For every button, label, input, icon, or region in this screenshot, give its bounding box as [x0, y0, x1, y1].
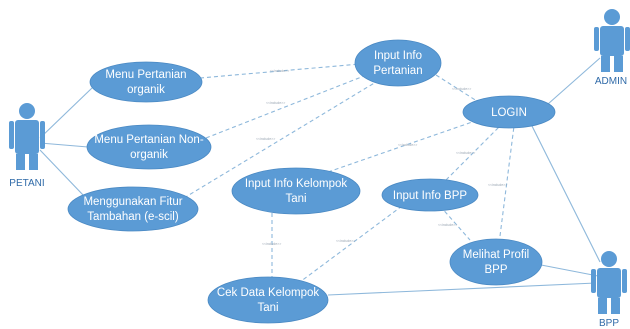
actor-label: ADMIN	[595, 76, 627, 87]
associations	[39, 57, 601, 296]
use-case-label-line2: Tani	[257, 302, 278, 314]
actor-bpp[interactable]: BPP	[591, 251, 627, 329]
use-case-label-line2: Tani	[285, 193, 306, 205]
include-label: <<include>>	[438, 223, 457, 227]
use-case-input-info-kelompok-tani[interactable]: Input Info Kelompok Tani	[231, 167, 361, 215]
use-case-label-line1: Cek Data Kelompok	[217, 287, 320, 299]
include-label: <<include>>	[256, 137, 275, 141]
use-case-label-line1: Menggunakan Fitur	[83, 196, 182, 208]
actor-figure-icon	[594, 9, 630, 72]
include-label: <<include>>	[452, 87, 471, 91]
use-case-login[interactable]: LOGIN	[462, 95, 556, 129]
rel-melihat-profil-login	[499, 125, 515, 237]
use-case-label-line1: Input Info	[374, 50, 422, 62]
include-label: <<include>>	[456, 151, 475, 155]
include-label: <<include>>	[266, 101, 285, 105]
assoc-petani-menu-organik	[39, 87, 93, 139]
use-case-cek-data-kelompok-tani[interactable]: Cek Data Kelompok Tani	[207, 276, 329, 324]
use-case-label-line2: Pertanian	[373, 65, 422, 77]
use-case-label-line1: Melihat Profil	[463, 249, 529, 261]
rel-input-bpp-login	[445, 125, 501, 181]
rel-input-bpp-cek-data	[299, 205, 403, 283]
use-case-melihat-profil-bpp[interactable]: Melihat Profil BPP	[449, 238, 543, 286]
use-case-menu-pertanian-organik[interactable]: Menu Pertanian organik	[89, 61, 203, 103]
assoc-admin-login	[547, 57, 601, 105]
rel-fitur-tambahan-input-info	[183, 81, 377, 199]
assoc-cek-data-bpp	[327, 282, 597, 296]
use-case-label-line2: Tambahan (e-scil)	[87, 211, 179, 223]
use-case-label-line1: LOGIN	[491, 107, 527, 119]
use-case-label-line2: organik	[130, 149, 168, 161]
assoc-login-bpp	[531, 125, 601, 263]
actor-label: PETANI	[9, 178, 44, 189]
use-case-menggunakan-fitur-tambahan[interactable]: Menggunakan Fitur Tambahan (e-scil)	[67, 186, 199, 232]
include-label: <<include>>	[262, 242, 281, 246]
include-relations	[183, 63, 515, 283]
use-case-label-line1: Input Info BPP	[393, 190, 467, 202]
use-case-label-line1: Input Info Kelompok	[245, 178, 348, 190]
use-case-input-info-bpp[interactable]: Input Info BPP	[381, 178, 479, 212]
use-case-label-line2: BPP	[484, 264, 507, 276]
assoc-petani-fitur-tambahan	[39, 149, 85, 197]
actor-figure-icon	[9, 103, 45, 170]
include-labels: <<include>> <<include>> <<include>> <<in…	[256, 69, 507, 246]
use-case-menu-pertanian-non-organik[interactable]: Menu Pertanian Non- organik	[86, 124, 212, 170]
actor-label: BPP	[599, 318, 619, 329]
rel-menu-organik-input-info	[199, 63, 361, 79]
use-case-label-line1: Menu Pertanian	[105, 69, 186, 81]
include-label: <<include>>	[270, 69, 289, 73]
actor-petani[interactable]: PETANI	[9, 103, 45, 189]
use-case-label-line1: Menu Pertanian Non-	[94, 134, 203, 146]
rel-kelompok-tani-login	[327, 119, 479, 173]
rel-input-info-login	[435, 74, 481, 104]
include-label: <<include>>	[398, 143, 417, 147]
assoc-melihat-profil-bpp	[535, 263, 599, 277]
rel-menu-non-organik-input-info	[205, 75, 365, 139]
include-label: <<include>>	[488, 183, 507, 187]
rel-input-bpp-melihat-profil	[439, 205, 471, 241]
actor-figure-icon	[591, 251, 627, 314]
actor-admin[interactable]: ADMIN	[594, 9, 630, 87]
assoc-petani-menu-non-organik	[39, 142, 89, 148]
include-label: <<include>>	[336, 239, 355, 243]
use-case-input-info-pertanian[interactable]: Input Info Pertanian	[354, 39, 442, 87]
use-case-label-line2: organik	[127, 84, 165, 96]
